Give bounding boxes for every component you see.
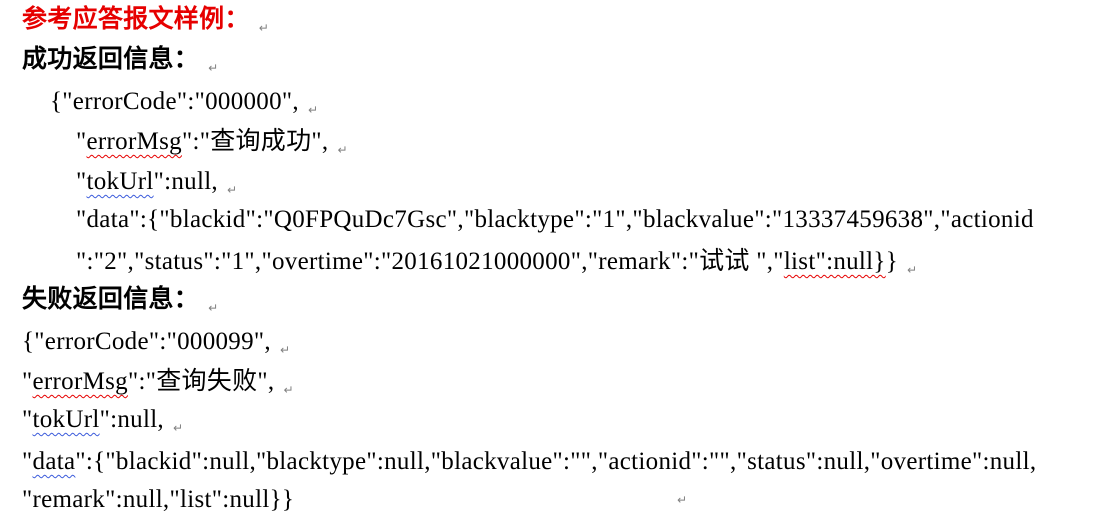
success-data-line-2-suffix: } [885,248,899,275]
success-data-line-2-prefix: ":"2","status":"1","overtime":"201610210… [76,248,784,275]
paragraph-mark-icon [907,264,917,276]
failure-error-msg-open: " [22,368,33,395]
failure-tok-url-rest: ":null, [99,406,164,433]
failure-error-code-text: {"errorCode":"000099", [22,328,271,355]
success-data-line-1: "data":{"blackid":"Q0FPQuDc7Gsc","blackt… [76,200,1034,240]
paragraph-mark-icon [208,302,218,314]
success-error-msg-line: "errorMsg":"查询成功", [76,122,348,162]
success-data-line-1-text: "data":{"blackid":"Q0FPQuDc7Gsc","blackt… [76,206,1034,233]
failure-data-line-1-rest: ":{"blackid":null,"blacktype":null,"blac… [75,448,1037,475]
paragraph-mark-icon [259,22,269,34]
paragraph-mark-icon [283,384,293,396]
paragraph-mark-icon [677,494,687,506]
document-heading: 参考应答报文样例： [22,0,269,40]
failure-tok-url-key: tokUrl [32,406,100,433]
failure-error-msg-key: errorMsg [32,368,128,395]
paragraph-mark-icon [173,422,183,434]
failure-tok-url-line: "tokUrl":null, [22,400,183,440]
success-data-line-2-flagged: list":null} [783,248,886,275]
failure-error-code-line: {"errorCode":"000099", [22,322,290,362]
success-title-text: 成功返回信息： [22,46,200,73]
success-tok-url-rest: ":null, [153,168,218,195]
failure-tok-url-open: " [22,406,33,433]
paragraph-mark-icon [337,144,347,156]
success-error-code-text: {"errorCode":"000000", [50,88,299,115]
failure-data-line-2: "remark":null,"list":null}} [22,480,294,520]
paragraph-mark-icon [280,344,290,356]
success-error-msg-key: errorMsg [86,128,182,155]
failure-title-text: 失败返回信息： [22,286,200,313]
success-error-msg-rest: ":"查询成功", [181,128,329,155]
failure-data-line-2-text: "remark":null,"list":null}} [22,486,295,513]
paragraph-mark-icon [208,62,218,74]
failure-data-line-1-key: data [32,448,76,475]
heading-text: 参考应答报文样例： [22,6,250,33]
success-error-code-line: {"errorCode":"000000", [50,82,318,122]
success-error-msg-open: " [76,128,87,155]
success-section-title: 成功返回信息： [22,40,218,80]
success-tok-url-line: "tokUrl":null, [76,162,237,202]
paragraph-mark-icon [227,184,237,196]
success-tok-url-key: tokUrl [86,168,154,195]
failure-error-msg-rest: ":"查询失败", [127,368,275,395]
failure-section-title: 失败返回信息： [22,280,218,320]
success-tok-url-open: " [76,168,87,195]
success-data-line-2: ":"2","status":"1","overtime":"201610210… [76,242,917,282]
paragraph-mark-icon [308,104,318,116]
failure-data-line-1-open: " [22,448,33,475]
failure-error-msg-line: "errorMsg":"查询失败", [22,362,294,402]
failure-data-line-1: "data":{"blackid":null,"blacktype":null,… [22,442,1036,482]
